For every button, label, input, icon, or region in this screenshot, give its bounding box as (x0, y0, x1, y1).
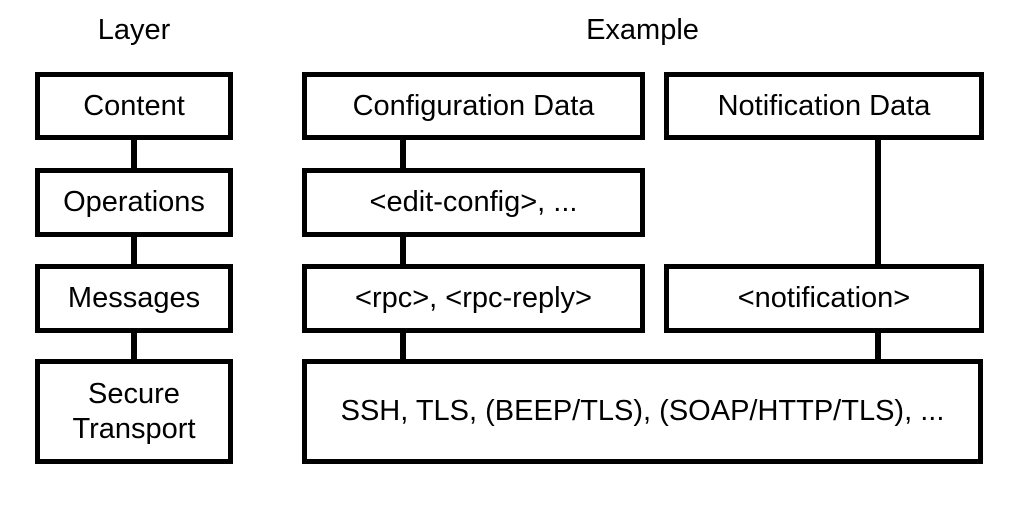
connector-notification-data-notification (875, 137, 881, 267)
layer-box-messages: Messages (35, 264, 233, 333)
connector-notification-transport (875, 330, 881, 362)
example-box-rpc-label: <rpc>, <rpc-reply> (355, 282, 592, 314)
layer-box-content-label: Content (83, 89, 185, 122)
connector-operations-messages (131, 234, 137, 267)
example-box-rpc: <rpc>, <rpc-reply> (302, 264, 645, 333)
layer-box-operations-label: Operations (63, 186, 205, 218)
connector-rpc-transport (400, 330, 406, 362)
layer-box-messages-label: Messages (67, 282, 201, 314)
example-box-notification-data: Notification Data (664, 72, 984, 140)
layer-box-secure-transport: Secure Transport (35, 359, 233, 464)
column-header-example: Example (586, 14, 699, 46)
connector-messages-secure-transport (131, 330, 137, 362)
connector-configuration-edit-config (400, 137, 406, 171)
layer-box-content: Content (35, 72, 233, 140)
column-header-layer: Layer (97, 14, 171, 46)
layer-box-secure-transport-label: Secure Transport (72, 377, 196, 445)
example-box-edit-config: <edit-config>, ... (302, 168, 645, 237)
example-box-notification-data-label: Notification Data (717, 89, 931, 122)
example-box-transport-protocols-label: SSH, TLS, (BEEP/TLS), (SOAP/HTTP/TLS), .… (340, 395, 945, 427)
example-box-configuration-data: Configuration Data (302, 72, 645, 140)
example-box-edit-config-label: <edit-config>, ... (369, 186, 578, 218)
example-box-notification: <notification> (664, 264, 984, 333)
example-box-configuration-data-label: Configuration Data (352, 89, 595, 122)
connector-edit-config-rpc (400, 234, 406, 267)
example-box-transport-protocols: SSH, TLS, (BEEP/TLS), (SOAP/HTTP/TLS), .… (302, 359, 983, 464)
layer-box-operations: Operations (35, 168, 233, 237)
example-box-notification-label: <notification> (737, 282, 911, 314)
connector-content-operations (131, 137, 137, 171)
